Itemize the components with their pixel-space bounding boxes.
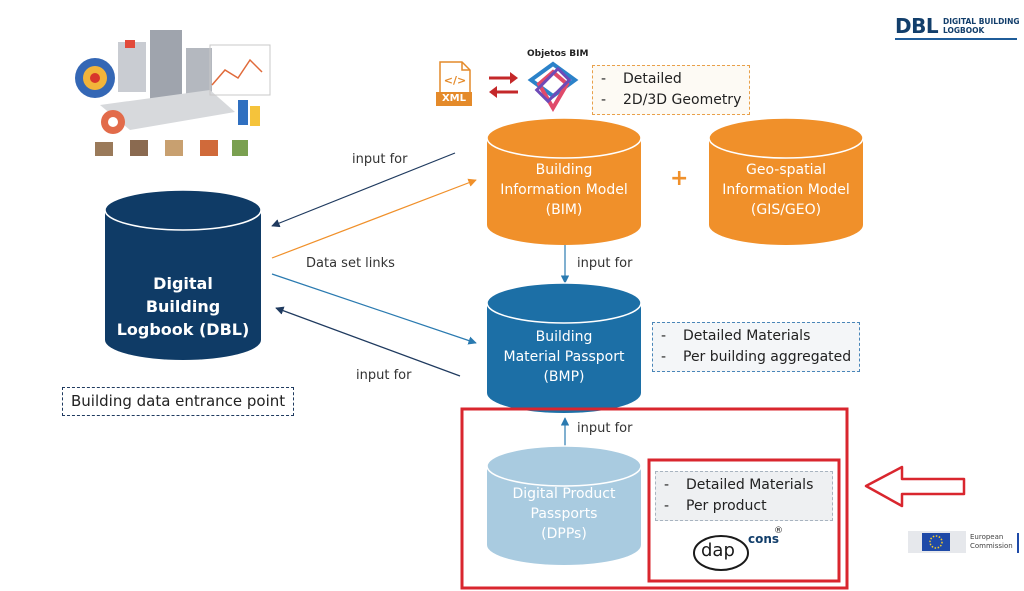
bmp-label: Building Material Passport (BMP)	[487, 327, 641, 387]
bim-objects-icon	[527, 61, 579, 112]
bim-details-row: -2D/3D Geometry	[601, 90, 741, 111]
bmp-label-line1: Building	[535, 329, 593, 345]
dbl-logo: DBL DIGITAL BUILDING LOGBOOK	[895, 14, 1020, 38]
bullet-dash: -	[601, 92, 607, 108]
dapcons-logo-oval	[693, 535, 749, 571]
dpp-details-item: Per product	[686, 498, 767, 514]
gis-label-line1: Geo-spatial	[746, 162, 826, 178]
bim-label: Building Information Model (BIM)	[487, 160, 641, 220]
bmp-details-box: -Detailed Materials -Per building aggreg…	[652, 322, 861, 372]
dapcons-logo-dap: dap	[701, 540, 735, 561]
dpp-label: Digital Product Passports (DPPs)	[487, 484, 641, 544]
dbl-label-line3: Logbook (DBL)	[116, 320, 250, 339]
bim-objects-label: Objetos BIM	[527, 49, 589, 59]
dpp-details-item: Detailed Materials	[686, 477, 814, 493]
dpp-details-row: -Detailed Materials	[664, 475, 824, 496]
entrance-point-box: Building data entrance point	[62, 387, 295, 416]
bim-database	[486, 117, 642, 245]
dpp-database	[486, 445, 642, 565]
bmp-database	[486, 282, 642, 413]
bmp-details-row: -Per building aggregated	[661, 347, 851, 368]
edge-label-dpp-to-bmp: input for	[577, 421, 633, 436]
exchange-arrows-icon	[489, 72, 518, 98]
edge-label-bim-to-bmp: input for	[577, 256, 633, 271]
dapcons-logo-cons: cons	[748, 532, 780, 546]
arrow-bmp-to-dbl	[275, 306, 461, 377]
eu-commission-line2: Commission	[970, 542, 1013, 550]
edge-label-bim-to-dbl: input for	[352, 152, 408, 167]
bim-details-box: -Detailed -2D/3D Geometry	[592, 65, 751, 115]
arrow-bim-to-dbl	[271, 152, 456, 228]
dapcons-logo-reg: ®	[774, 526, 783, 536]
dapcons-logo: dap cons ®	[700, 526, 790, 570]
building-data-collage	[75, 30, 271, 156]
bmp-details-row: -Detailed Materials	[661, 326, 851, 347]
arrow-dbl-to-bim	[271, 178, 477, 259]
bmp-label-line2: Material Passport	[503, 349, 625, 365]
gis-label: Geo-spatial Information Model (GIS/GEO)	[709, 160, 863, 220]
bullet-dash: -	[664, 498, 670, 514]
bullet-dash: -	[601, 71, 607, 87]
eu-commission-logo	[908, 531, 1019, 553]
bmp-details-item: Per building aggregated	[683, 349, 852, 365]
bullet-dash: -	[664, 477, 670, 493]
gis-database	[708, 117, 864, 245]
dpp-label-line3: (DPPs)	[541, 526, 587, 542]
dpp-highlight-frame	[460, 407, 849, 590]
edge-label-data-set-links: Data set links	[306, 256, 395, 271]
arrow-dbl-to-bmp	[271, 273, 477, 345]
gis-label-line2: Information Model	[722, 182, 850, 198]
xml-label: XML	[441, 93, 467, 104]
dbl-logo-abbr: DBL	[895, 14, 939, 38]
bim-label-line3: (BIM)	[545, 202, 583, 218]
dbl-label-line2: Building	[145, 297, 221, 316]
bim-details-row: -Detailed	[601, 69, 741, 90]
bim-details-item: Detailed	[623, 71, 682, 87]
bullet-dash: -	[661, 349, 667, 365]
dbl-logo-line1: DIGITAL BUILDING	[943, 17, 1020, 26]
dbl-logo-line2: LOGBOOK	[943, 26, 985, 35]
dbl-database	[104, 189, 262, 360]
plus-sign: +	[670, 166, 689, 191]
edge-label-bmp-to-dbl: input for	[356, 368, 412, 383]
dpp-details-highlight-frame	[647, 458, 841, 583]
gis-label-line3: (GIS/GEO)	[750, 202, 822, 218]
eu-commission-text: European Commission	[970, 533, 1013, 551]
dpp-details-row: -Per product	[664, 496, 824, 517]
svg-text:</>: </>	[444, 74, 466, 87]
highlight-arrow-icon	[864, 465, 966, 508]
dpp-details-box: -Detailed Materials -Per product	[655, 471, 833, 521]
bullet-dash: -	[661, 328, 667, 344]
bim-label-line1: Building	[535, 162, 593, 178]
xml-file-icon: </>	[436, 61, 472, 106]
dpp-label-line2: Passports	[530, 506, 598, 522]
eu-commission-line1: European	[970, 533, 1004, 541]
bim-label-line2: Information Model	[500, 182, 628, 198]
dbl-logo-underline	[895, 38, 1017, 40]
bim-details-item: 2D/3D Geometry	[623, 92, 742, 108]
bmp-label-line3: (BMP)	[543, 369, 585, 385]
dbl-label-line1: Digital	[153, 274, 213, 293]
dpp-label-line1: Digital Product	[512, 486, 616, 502]
dbl-label: Digital Building Logbook (DBL)	[105, 272, 261, 341]
bmp-details-item: Detailed Materials	[683, 328, 811, 344]
